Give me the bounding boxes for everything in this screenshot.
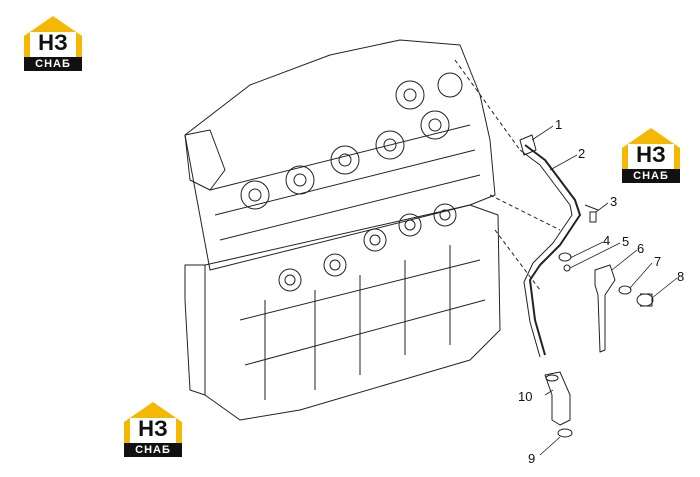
- hose-part: [544, 371, 571, 426]
- brand-logo: НЗ СНАБ: [620, 126, 682, 186]
- callout-1: 1: [555, 117, 563, 132]
- callout-3: 3: [610, 194, 618, 209]
- engine-block: [184, 39, 561, 421]
- callout-5: 5: [622, 234, 630, 249]
- dipstick-tube: [524, 144, 581, 356]
- elbow-tube: [594, 264, 616, 353]
- brand-logo: НЗ СНАБ: [22, 14, 84, 74]
- callout-6: 6: [637, 241, 645, 256]
- callout-2: 2: [578, 146, 586, 161]
- plug-part: [636, 293, 654, 307]
- callout-7: 7: [654, 254, 662, 269]
- house-logo-icon: [622, 128, 680, 170]
- bolt-part: [584, 204, 599, 223]
- dipstick-handle: [519, 134, 537, 156]
- clamp-part: [557, 428, 573, 438]
- callout-9: 9: [528, 451, 536, 466]
- o-ring-part: [618, 285, 632, 295]
- brand-logo: НЗ СНАБ: [122, 400, 184, 460]
- washer-part: [563, 264, 571, 272]
- callout-8: 8: [677, 269, 685, 284]
- callout-10: 10: [518, 389, 533, 404]
- leader-lines: [531, 125, 678, 456]
- callout-4: 4: [603, 233, 611, 248]
- o-ring-part: [558, 252, 572, 262]
- house-logo-icon: [124, 402, 182, 444]
- house-logo-icon: [24, 16, 82, 58]
